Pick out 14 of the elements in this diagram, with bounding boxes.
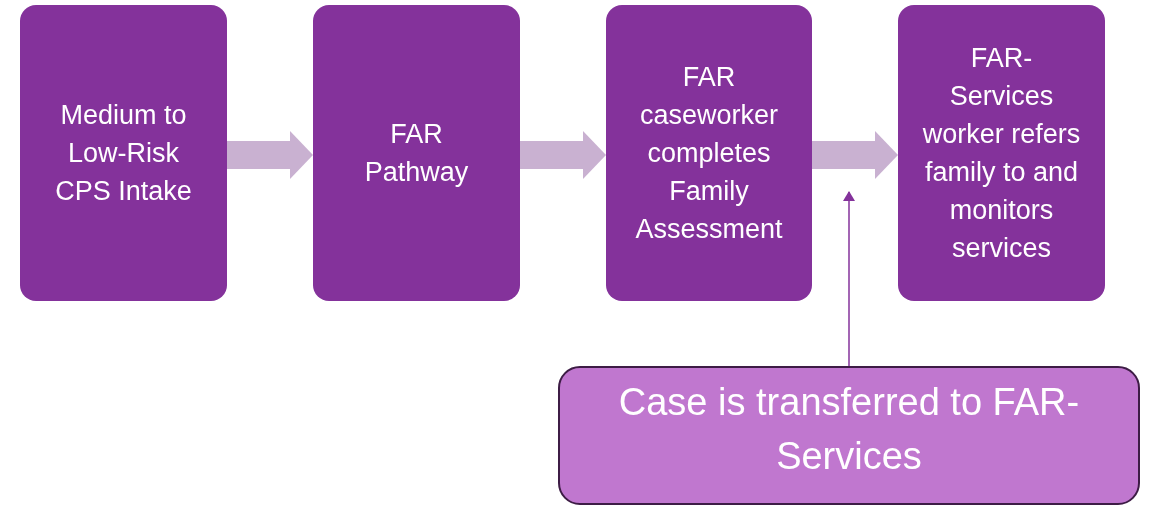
block-arrow: [812, 131, 898, 179]
callout-box: [558, 366, 1140, 505]
box-text: FAR-Services worker refers family to and monitors services: [922, 42, 1081, 265]
box-text: FAR Pathway: [363, 118, 470, 189]
block-arrow: [227, 131, 313, 179]
box-text: FAR caseworker completes Family Assessment: [634, 61, 784, 246]
box-text: Medium to Low-Risk CPS Intake: [54, 99, 193, 208]
box-text: Case is transferred to FAR-Services: [617, 379, 1081, 479]
process-box: [313, 5, 520, 301]
block-arrow: [520, 131, 606, 179]
arrow: [843, 191, 855, 367]
process-box: [20, 5, 227, 301]
process-box: [606, 5, 812, 301]
process-box: [898, 5, 1105, 301]
